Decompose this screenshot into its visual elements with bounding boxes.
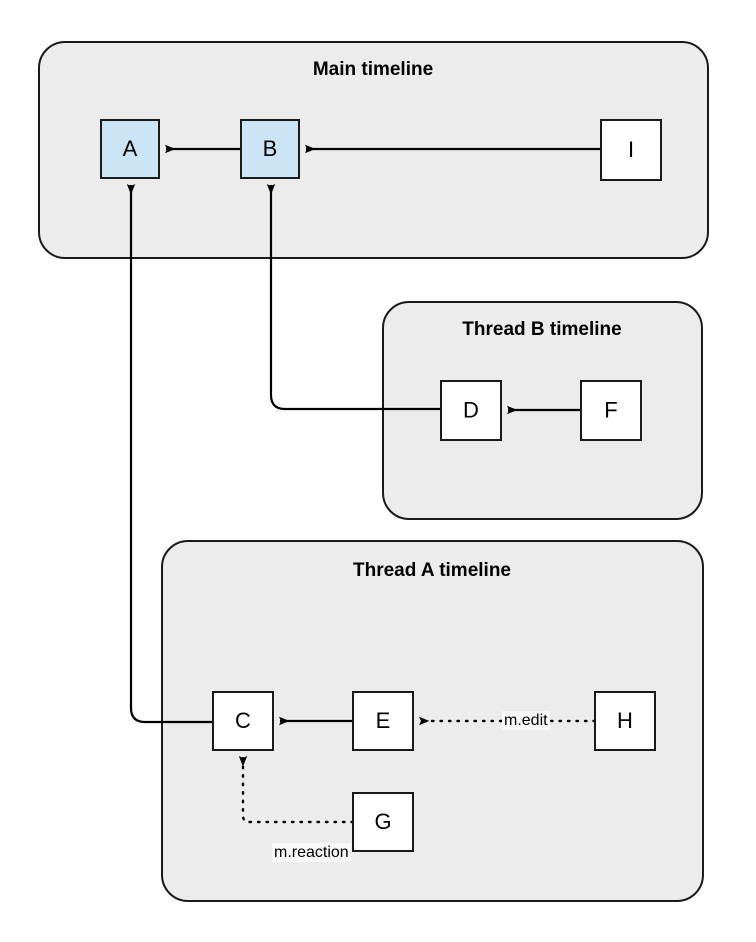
event-node-H[interactable]: H <box>594 691 656 751</box>
event-node-label-C: C <box>235 708 251 733</box>
group-title-main-timeline: Main timeline <box>313 59 433 80</box>
event-node-box-A[interactable] <box>100 119 160 179</box>
event-node-label-D: D <box>463 397 479 422</box>
event-node-box-E[interactable] <box>352 691 414 751</box>
event-node-label-B: B <box>263 136 278 161</box>
event-node-F[interactable]: F <box>580 380 642 441</box>
event-node-E[interactable]: E <box>352 691 414 751</box>
event-node-box-G[interactable] <box>352 792 414 852</box>
edge-labels-layer: m.edit m.reaction <box>272 711 551 863</box>
edge-label-halo-m-reaction <box>272 843 351 863</box>
group-title-thread-b-timeline: Thread B timeline <box>462 319 621 340</box>
event-node-C[interactable]: C <box>212 691 274 751</box>
event-node-label-A: A <box>123 136 138 161</box>
event-node-label-I: I <box>628 137 634 162</box>
event-node-label-F: F <box>604 397 617 422</box>
event-node-box-D[interactable] <box>440 380 502 441</box>
event-node-box-F[interactable] <box>580 380 642 441</box>
event-node-label-G: G <box>374 809 391 834</box>
event-node-A[interactable]: A <box>100 119 160 179</box>
event-node-box-H[interactable] <box>594 691 656 751</box>
event-node-box-I[interactable] <box>600 119 662 181</box>
event-node-box-C[interactable] <box>212 691 274 751</box>
group-title-thread-a-timeline: Thread A timeline <box>353 560 511 581</box>
event-node-D[interactable]: D <box>440 380 502 441</box>
edge-D-to-B <box>266 184 441 411</box>
edge-C-to-A <box>126 184 213 724</box>
event-node-B[interactable]: B <box>240 119 300 179</box>
edge-label-m-reaction: m.reaction <box>274 844 349 861</box>
edge-label-m-edit: m.edit <box>504 712 548 729</box>
edge-label-halo-m-edit <box>502 711 551 731</box>
event-node-box-B[interactable] <box>240 119 300 179</box>
event-node-I[interactable]: I <box>600 119 662 181</box>
event-node-label-E: E <box>376 708 391 733</box>
event-node-label-H: H <box>617 708 633 733</box>
event-node-G[interactable]: G <box>352 792 414 852</box>
edge-G-to-C <box>238 755 355 824</box>
event-nodes-layer: A B I D F C E H G <box>100 119 662 852</box>
